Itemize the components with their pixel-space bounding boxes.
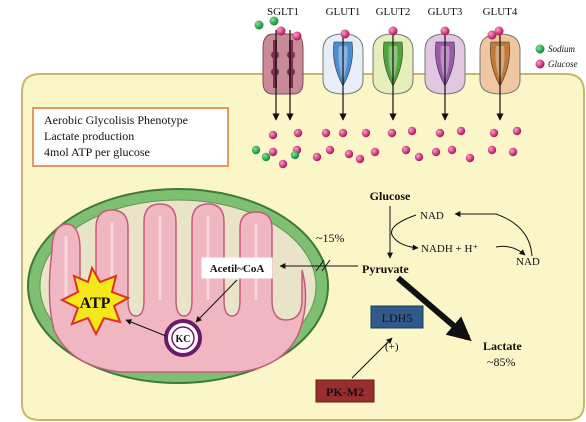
legend: Sodium Glucose — [535, 44, 578, 69]
pkm2-label: PK-M2 — [326, 385, 364, 399]
glucose-molecule — [268, 147, 278, 157]
transporter-glut4: GLUT4 — [479, 6, 521, 121]
ldh5-label: LDH5 — [382, 311, 413, 325]
transporter-sglt1: SGLT1 — [262, 6, 304, 121]
sodium-molecule — [269, 16, 279, 26]
transporter-label: GLUT3 — [428, 6, 463, 18]
phenotype-line-1: Aerobic Glycolisis Phenotype — [44, 113, 188, 127]
glucose-molecule — [435, 128, 445, 138]
glucose-molecule — [361, 128, 371, 138]
glucose-molecule — [494, 26, 504, 36]
nadh-label: NADH + H⁺ — [421, 243, 478, 255]
extracellular-molecules — [254, 16, 504, 41]
glucose-molecule — [338, 128, 348, 138]
kc-label: KC — [176, 334, 191, 345]
phenotype-line-3: 4mol ATP per glucose — [44, 145, 150, 159]
glucose-molecule — [292, 31, 302, 41]
glucose-molecule — [487, 30, 497, 40]
phenotype-line-2: Lactate production — [44, 129, 134, 143]
glucose-legend-dot — [535, 59, 545, 69]
nad-top-label: NAD — [420, 210, 444, 222]
glucose-molecule — [387, 128, 397, 138]
glucose-molecule — [508, 147, 518, 157]
ldh5-box: LDH5 — [370, 305, 424, 329]
glucose-molecule — [440, 26, 450, 36]
glucose-molecule — [447, 145, 457, 155]
glucose-molecule — [312, 152, 322, 162]
glucose-molecule — [268, 130, 278, 140]
glucose-label: Glucose — [370, 189, 411, 203]
glucose-molecule — [414, 152, 424, 162]
transporter-label: SGLT1 — [267, 6, 299, 18]
phenotype-box: Aerobic Glycolisis Phenotype Lactate pro… — [32, 107, 229, 167]
glucose-molecule — [355, 154, 365, 164]
transporter-glut2: GLUT2 — [372, 6, 414, 121]
transporter-label: GLUT1 — [326, 6, 361, 18]
glucose-molecule — [456, 126, 466, 136]
acetil-coa-label: Acetil~CoA — [210, 263, 265, 275]
transporter-glut1: GLUT1 — [322, 6, 364, 121]
glucose-molecule — [487, 145, 497, 155]
glucose-molecule — [293, 128, 303, 138]
sodium-legend-dot — [535, 44, 545, 54]
transporter-row: SGLT1 GLUT1 GLUT2 GLUT3 GLUT4 — [262, 6, 521, 121]
glucose-molecule — [370, 147, 380, 157]
mitochondrion — [27, 188, 329, 384]
nad-right-label: NAD — [516, 256, 540, 268]
sodium-legend-label: Sodium — [548, 44, 576, 54]
glucose-molecule — [340, 29, 350, 39]
glucose-molecule — [465, 153, 475, 163]
glucose-molecule — [489, 128, 499, 138]
sodium-molecule — [251, 145, 261, 155]
glucose-molecule — [276, 26, 286, 36]
pyruvate-label: Pyruvate — [362, 262, 409, 276]
glucose-molecule — [407, 126, 417, 136]
atp-burst: ATP — [59, 265, 131, 337]
sodium-molecule — [261, 152, 271, 162]
transporter-label: GLUT4 — [483, 6, 518, 18]
pkm2-box: PK-M2 — [315, 379, 375, 403]
plus-label: (+) — [385, 341, 399, 353]
sodium-molecule — [290, 150, 300, 160]
glucose-molecule — [388, 26, 398, 36]
transporter-glut3: GLUT3 — [424, 6, 466, 121]
glucose-molecule — [321, 128, 331, 138]
glucose-molecule — [325, 145, 335, 155]
glucose-molecule — [344, 149, 354, 159]
glucose-molecule — [401, 145, 411, 155]
transporter-label: GLUT2 — [376, 6, 411, 18]
glucose-molecule — [278, 159, 288, 169]
acetil-coa-box: Acetil~CoA — [201, 257, 273, 279]
atp-label: ATP — [80, 295, 111, 312]
percent-lactate-label: ~85% — [487, 355, 516, 369]
glucose-molecule — [512, 126, 522, 136]
glucose-molecule — [431, 147, 441, 157]
percent-mito-label: ~15% — [316, 231, 345, 245]
sodium-molecule — [254, 20, 264, 30]
intracellular-molecules — [251, 126, 522, 169]
glucose-legend-label: Glucose — [548, 59, 578, 69]
lactate-label: Lactate — [483, 339, 522, 353]
krebs-cycle: KC — [164, 319, 202, 357]
